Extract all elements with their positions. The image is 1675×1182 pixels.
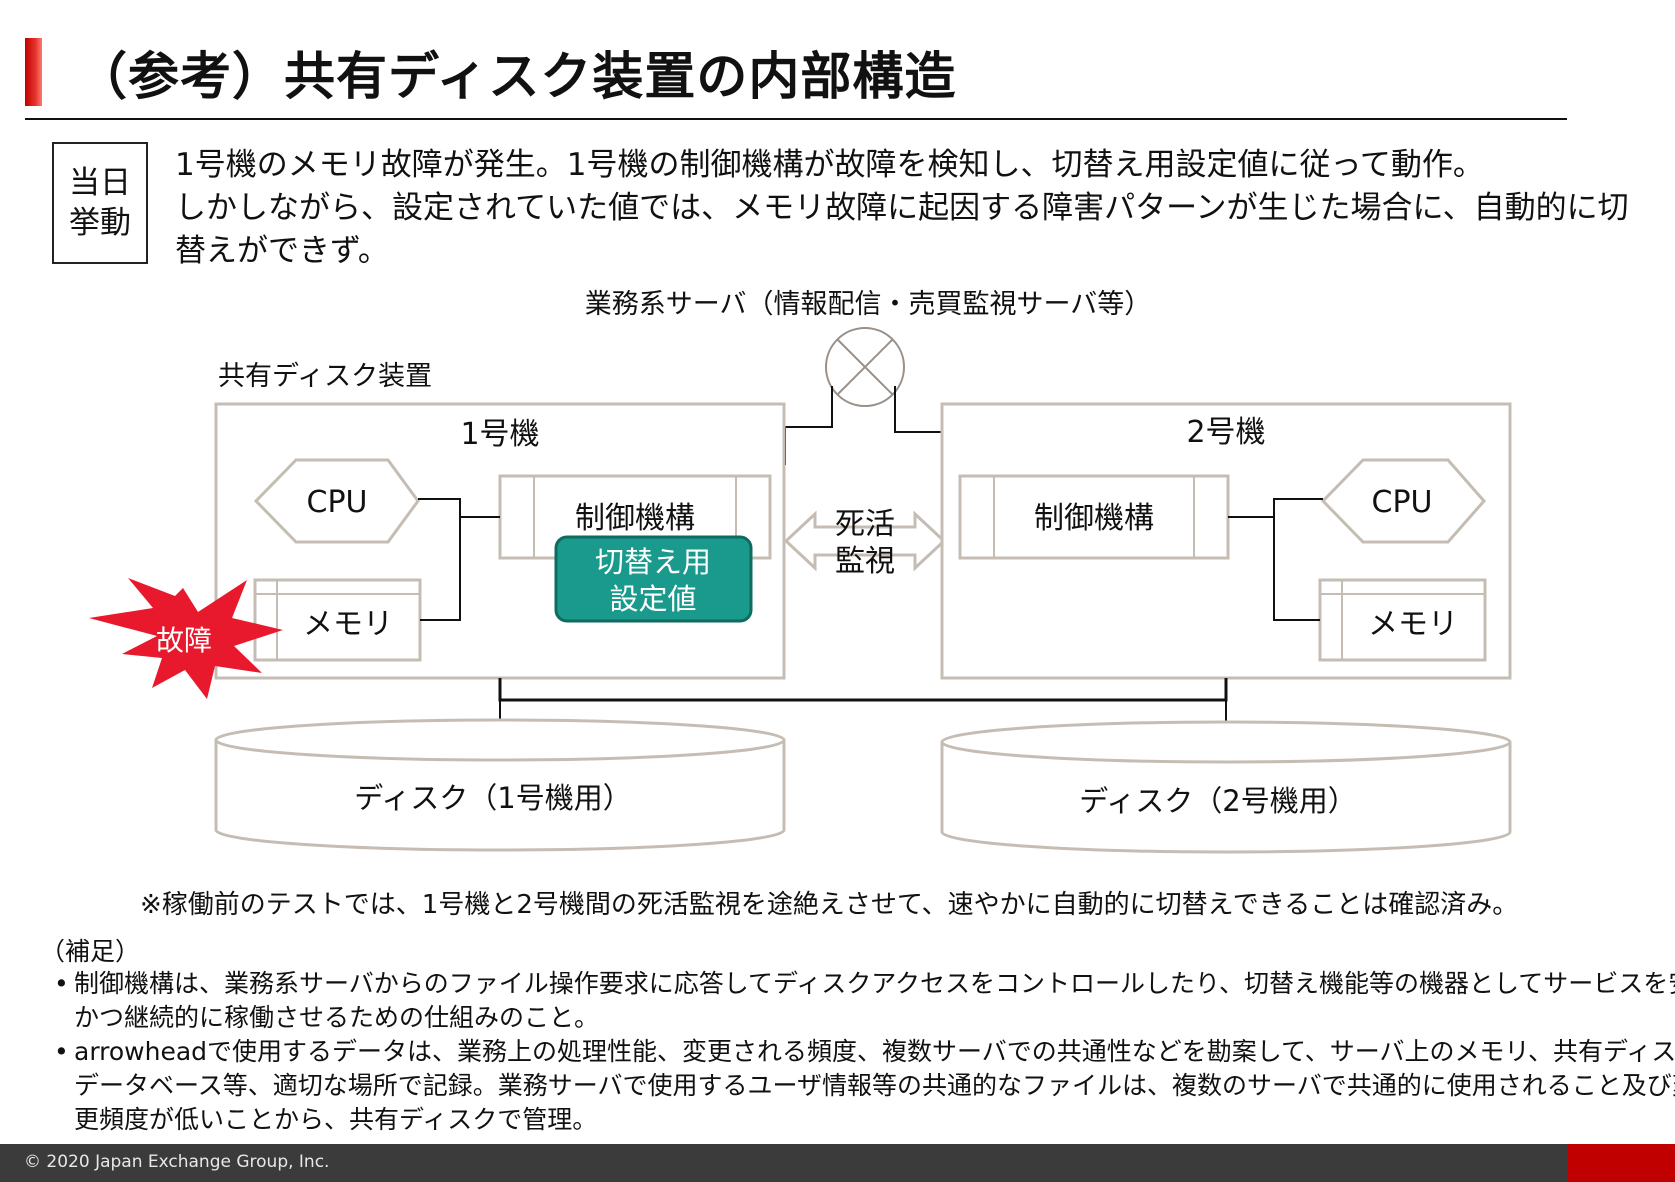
- server-link-unit2: [894, 386, 942, 433]
- unit1-label: 1号機: [460, 417, 539, 452]
- day-behavior-label-line2: 挙動: [69, 205, 131, 241]
- bullet2-line1: arrowheadで使用するデータは、業務上の処理性能、変更される頻度、複数サー…: [74, 1037, 1675, 1066]
- day-behavior-label: 当日 挙動: [52, 142, 148, 264]
- page-title: （参考）共有ディスク装置の内部構造: [76, 48, 957, 107]
- switch-setting-line1: 切替え用: [595, 545, 711, 579]
- disk1-cylinder: [214, 718, 786, 852]
- unit1-memory-label: メモリ: [303, 607, 393, 642]
- server-link-unit1: [784, 386, 833, 465]
- broken-connection-icon: [825, 327, 905, 407]
- unit1-cpu-label: CPU: [307, 485, 368, 520]
- shared-disk-bus: [498, 678, 1228, 702]
- failure-burst-icon: [89, 578, 283, 699]
- unit1-cpu-shape: [253, 458, 420, 544]
- switch-setting-box: [554, 535, 753, 623]
- intro-line-2: しかしながら、設定されていた値では、メモリ故障に起因する障害パターンが生じた場合…: [175, 190, 1629, 226]
- failure-label: 故障: [156, 624, 212, 657]
- test-note: ※稼働前のテストでは、1号機と2号機間の死活監視を途絶えさせて、速やかに自動的に…: [140, 890, 1519, 920]
- heartbeat-line2: 監視: [835, 544, 895, 579]
- title-divider: [25, 118, 1567, 120]
- bullet2-line3: 更頻度が低いことから、共有ディスクで管理。: [74, 1105, 598, 1134]
- intro-line-1: 1号機のメモリ故障が発生。1号機の制御機構が故障を検知し、切替え用設定値に従って…: [175, 147, 1484, 183]
- unit2-memory-label: メモリ: [1368, 607, 1458, 642]
- intro-line-3: 替えができず。: [175, 233, 389, 269]
- unit2-control-label: 制御機構: [1034, 501, 1154, 536]
- footer-accent: [1568, 1144, 1675, 1182]
- unit2-bus: [1273, 498, 1323, 621]
- bullet-marker: •: [54, 969, 69, 998]
- shared-disk-diagram: 業務系サーバ（情報配信・売買監視サーバ等） 共有ディスク装置 1号機 CPU 制…: [89, 289, 1512, 854]
- server-label: 業務系サーバ（情報配信・売買監視サーバ等）: [585, 289, 1151, 320]
- disk2-cylinder: [940, 720, 1512, 854]
- disk1-label: ディスク（1号機用）: [354, 781, 631, 815]
- title-accent-bar: [25, 38, 42, 106]
- unit2-cpu-label: CPU: [1372, 485, 1433, 520]
- supplement-bullet-2: • arrowheadで使用するデータは、業務上の処理性能、変更される頻度、複数…: [54, 1035, 1675, 1137]
- unit2-label: 2号機: [1186, 415, 1265, 450]
- unit1-control-label: 制御機構: [575, 501, 695, 536]
- day-behavior-label-line1: 当日: [69, 165, 131, 201]
- bullet1-line2: かつ継続的に稼働させるための仕組みのこと。: [74, 1003, 600, 1032]
- footer-bar: © 2020 Japan Exchange Group, Inc.: [0, 1144, 1675, 1182]
- copyright-text: © 2020 Japan Exchange Group, Inc.: [24, 1152, 330, 1172]
- bullet2-line2: データベース等、適切な場所で記録。業務サーバで使用するユーザ情報等の共通的なファ…: [74, 1071, 1675, 1100]
- unit2-control-box: [958, 474, 1230, 560]
- supplement-bullet-1: • 制御機構は、業務系サーバからのファイル操作要求に応答してディスクアクセスをコ…: [54, 967, 1675, 1035]
- bullet-marker: •: [54, 1037, 69, 1066]
- supplement-heading: （補足）: [40, 937, 141, 966]
- heartbeat-line1: 死活: [835, 507, 895, 542]
- intro-text: 1号機のメモリ故障が発生。1号機の制御機構が故障を検知し、切替え用設定値に従って…: [175, 144, 1630, 273]
- bullet1-line1: 制御機構は、業務系サーバからのファイル操作要求に応答してディスクアクセスをコント…: [74, 969, 1675, 998]
- switch-setting-line2: 設定値: [609, 582, 696, 616]
- unit2-cpu-shape: [1320, 458, 1486, 544]
- unit1-bus: [418, 498, 461, 621]
- device-label: 共有ディスク装置: [218, 361, 432, 392]
- disk2-label: ディスク（2号機用）: [1079, 784, 1356, 818]
